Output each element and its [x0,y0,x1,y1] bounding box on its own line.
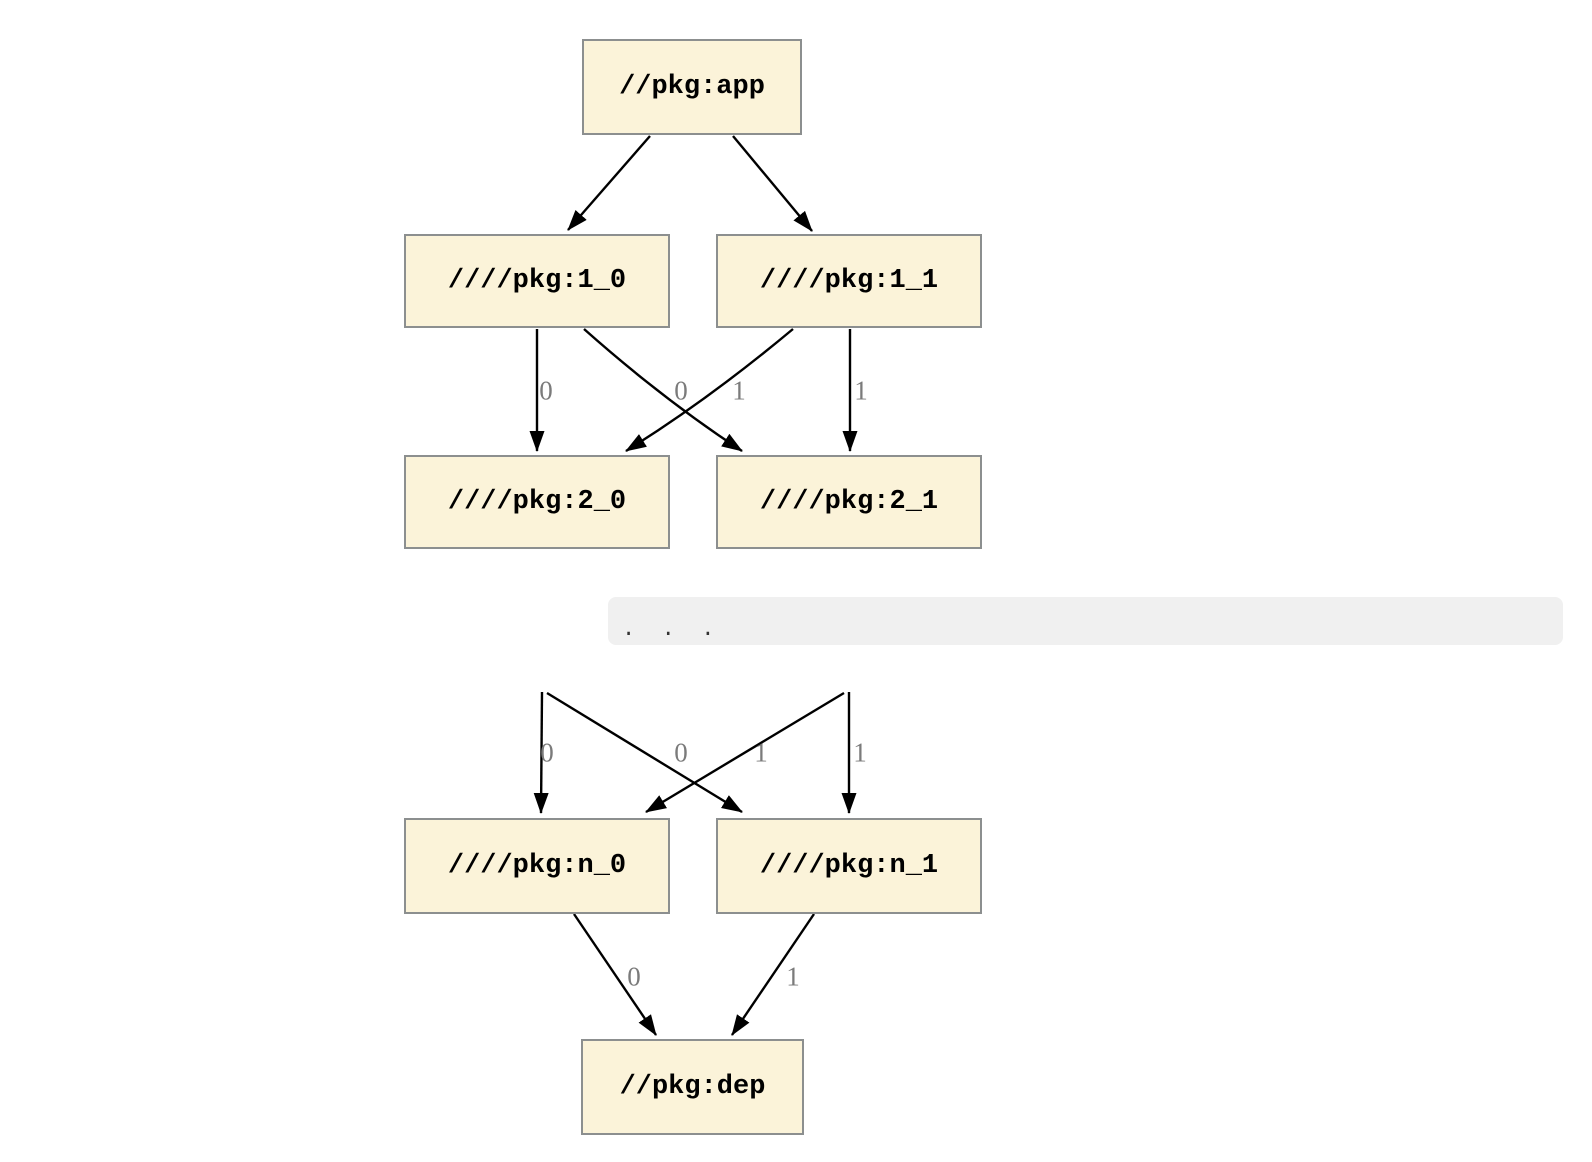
edge-label-ellipsis-n_0-straight: 0 [540,737,554,768]
edge-label-1_0-2_1: 1 [732,375,746,406]
node-pkg-2_1: ////pkg:2_1 [716,455,982,549]
edge-app-to-1_0 [567,135,651,231]
edge-label-1_1-2_1: 1 [854,375,868,406]
edge-1_1-to-2_0 [625,328,794,453]
edge-app-to-1_1 [732,135,813,232]
edge-label-ellipsis-n_1-cross: 1 [754,737,768,768]
node-pkg-2_0: ////pkg:2_0 [404,455,670,549]
node-pkg-1_0: ////pkg:1_0 [404,234,670,328]
node-pkg-1_1: ////pkg:1_1 [716,234,982,328]
edge-ellipsis-to-n_0-straight [533,691,549,814]
edge-n_0-to-dep [573,913,657,1036]
ellipsis-text: . . . [622,617,715,642]
node-pkg-app: //pkg:app [582,39,802,135]
edge-label-ellipsis-n_1-straight: 1 [853,737,867,768]
edge-n_1-to-dep [731,913,815,1036]
edge-ellipsis-to-n_0-cross [645,691,845,814]
edge-label-ellipsis-n_0-cross: 0 [674,737,688,768]
node-pkg-dep: //pkg:dep [581,1039,804,1135]
node-pkg-n_0: ////pkg:n_0 [404,818,670,914]
edge-1_0-to-2_1 [583,328,743,453]
edge-label-n_1-dep: 1 [786,961,800,992]
edge-label-1_0-2_0: 0 [539,375,553,406]
ellipsis-code-block: . . . [608,597,1563,645]
edge-label-n_0-dep: 0 [627,961,641,992]
edge-ellipsis-to-n_1-cross [546,691,743,814]
node-pkg-n_1: ////pkg:n_1 [716,818,982,914]
edge-label-1_1-2_0: 0 [674,375,688,406]
